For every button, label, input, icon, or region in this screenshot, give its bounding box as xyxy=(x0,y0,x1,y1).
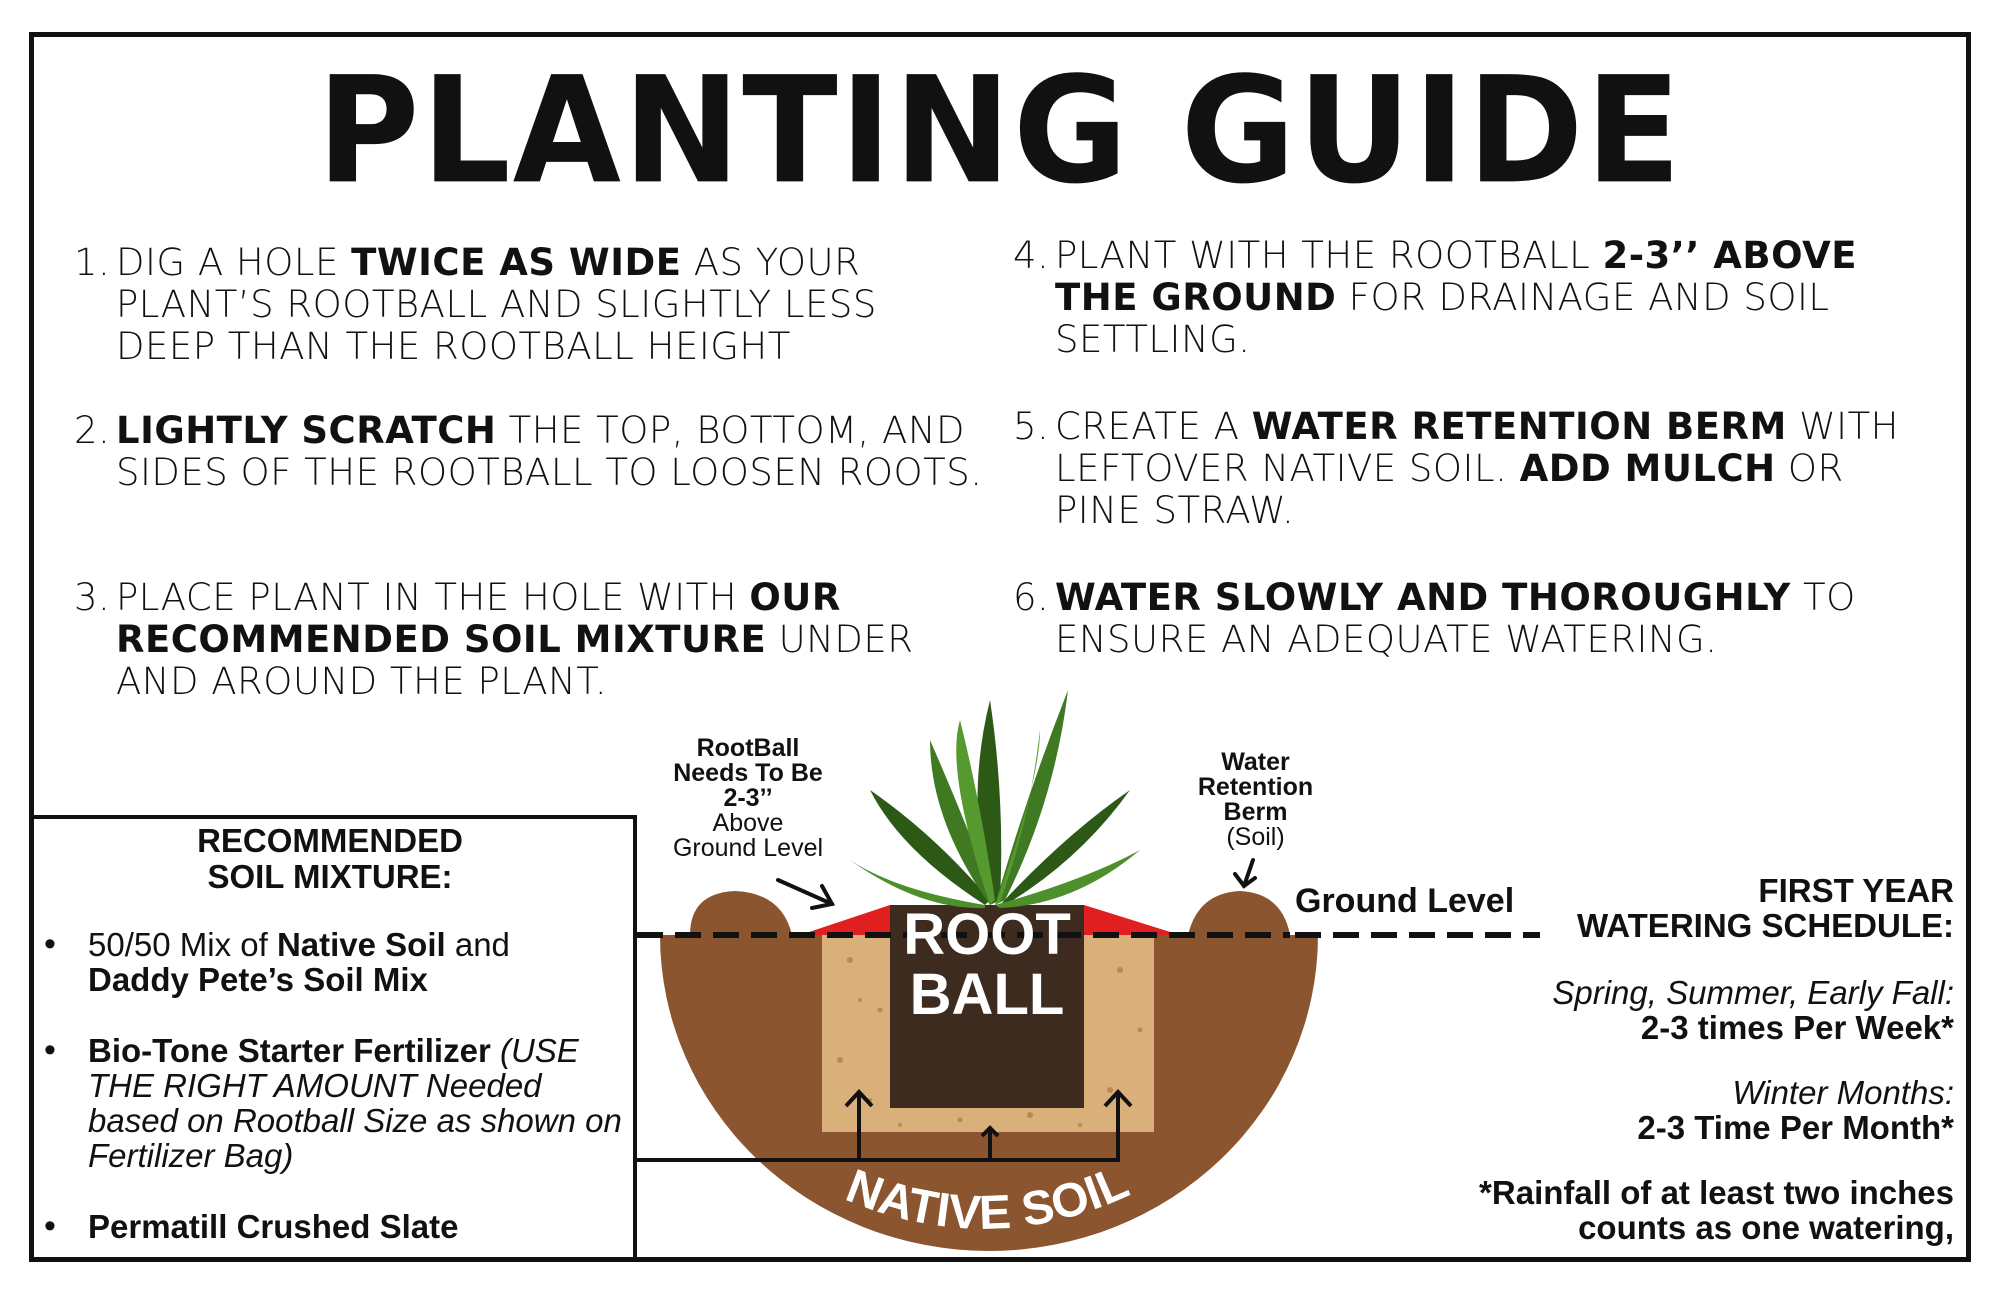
soil-mixture-connector xyxy=(637,1089,1133,1162)
ground-level-label: Ground Level xyxy=(1295,882,1515,920)
rootball xyxy=(890,905,1084,1108)
page-title: PLANTING GUIDE xyxy=(316,45,1684,218)
soil-mixture-title: RECOMMENDED SOIL MIXTURE: xyxy=(197,822,463,895)
step-4: 4.PLANT WITH THE ROOTBALL 2-3’’ ABOVE TH… xyxy=(1013,234,1857,361)
rainfall-note: *Rainfall of at least two inches counts … xyxy=(1479,1174,1954,1246)
watering-schedule-title: FIRST YEAR WATERING SCHEDULE: xyxy=(1576,872,1954,944)
watering-season-warm: Spring, Summer, Early Fall: 2-3 times Pe… xyxy=(1552,974,1954,1046)
step-2: 2.LIGHTLY SCRATCH THE TOP, BOTTOM, AND S… xyxy=(74,409,983,494)
rootball-label: ROOT BALL xyxy=(903,902,1071,1027)
arrow-icon xyxy=(776,858,1257,910)
berm-note: Water Retention Berm (Soil) xyxy=(1197,748,1314,851)
step-number: 4. xyxy=(1013,234,1050,277)
step-6: 6.WATER SLOWLY AND THOROUGHLY TO ENSURE … xyxy=(1013,576,1856,661)
raised-gap-left xyxy=(800,905,890,935)
watering-season-winter: Winter Months: 2-3 Time Per Month* xyxy=(1637,1074,1954,1146)
soil-mixture-item: 50/50 Mix of Native Soil and Daddy Pete’… xyxy=(44,927,638,997)
berm-left xyxy=(690,891,792,935)
step-5: 5.CREATE A WATER RETENTION BERM WITH LEF… xyxy=(1013,405,1900,532)
soil-mixture-item: Permatill Crushed Slate xyxy=(44,1209,638,1244)
step-3: 3.PLACE PLANT IN THE HOLE WITH OUR RECOM… xyxy=(74,576,914,703)
raised-gap-right xyxy=(1084,905,1180,935)
step-number: 1. xyxy=(74,241,111,284)
soil-mixture-box xyxy=(29,815,637,1262)
step-number: 2. xyxy=(74,409,111,452)
step-number: 5. xyxy=(1013,405,1050,448)
page-frame xyxy=(29,32,1971,1262)
step-1: 1.DIG A HOLE TWICE AS WIDE AS YOUR PLANT… xyxy=(74,241,877,368)
step-number: 6. xyxy=(1013,576,1050,619)
soil-mixture-item: Bio-Tone Starter Fertilizer (USE THE RIG… xyxy=(44,1033,633,1173)
rootball-height-note: RootBall Needs To Be 2-3’’ Above Ground … xyxy=(672,734,824,862)
soil-speckles xyxy=(837,957,1143,1127)
step-number: 3. xyxy=(74,576,111,619)
plant-icon xyxy=(850,690,1140,909)
berm-right xyxy=(1188,891,1290,935)
